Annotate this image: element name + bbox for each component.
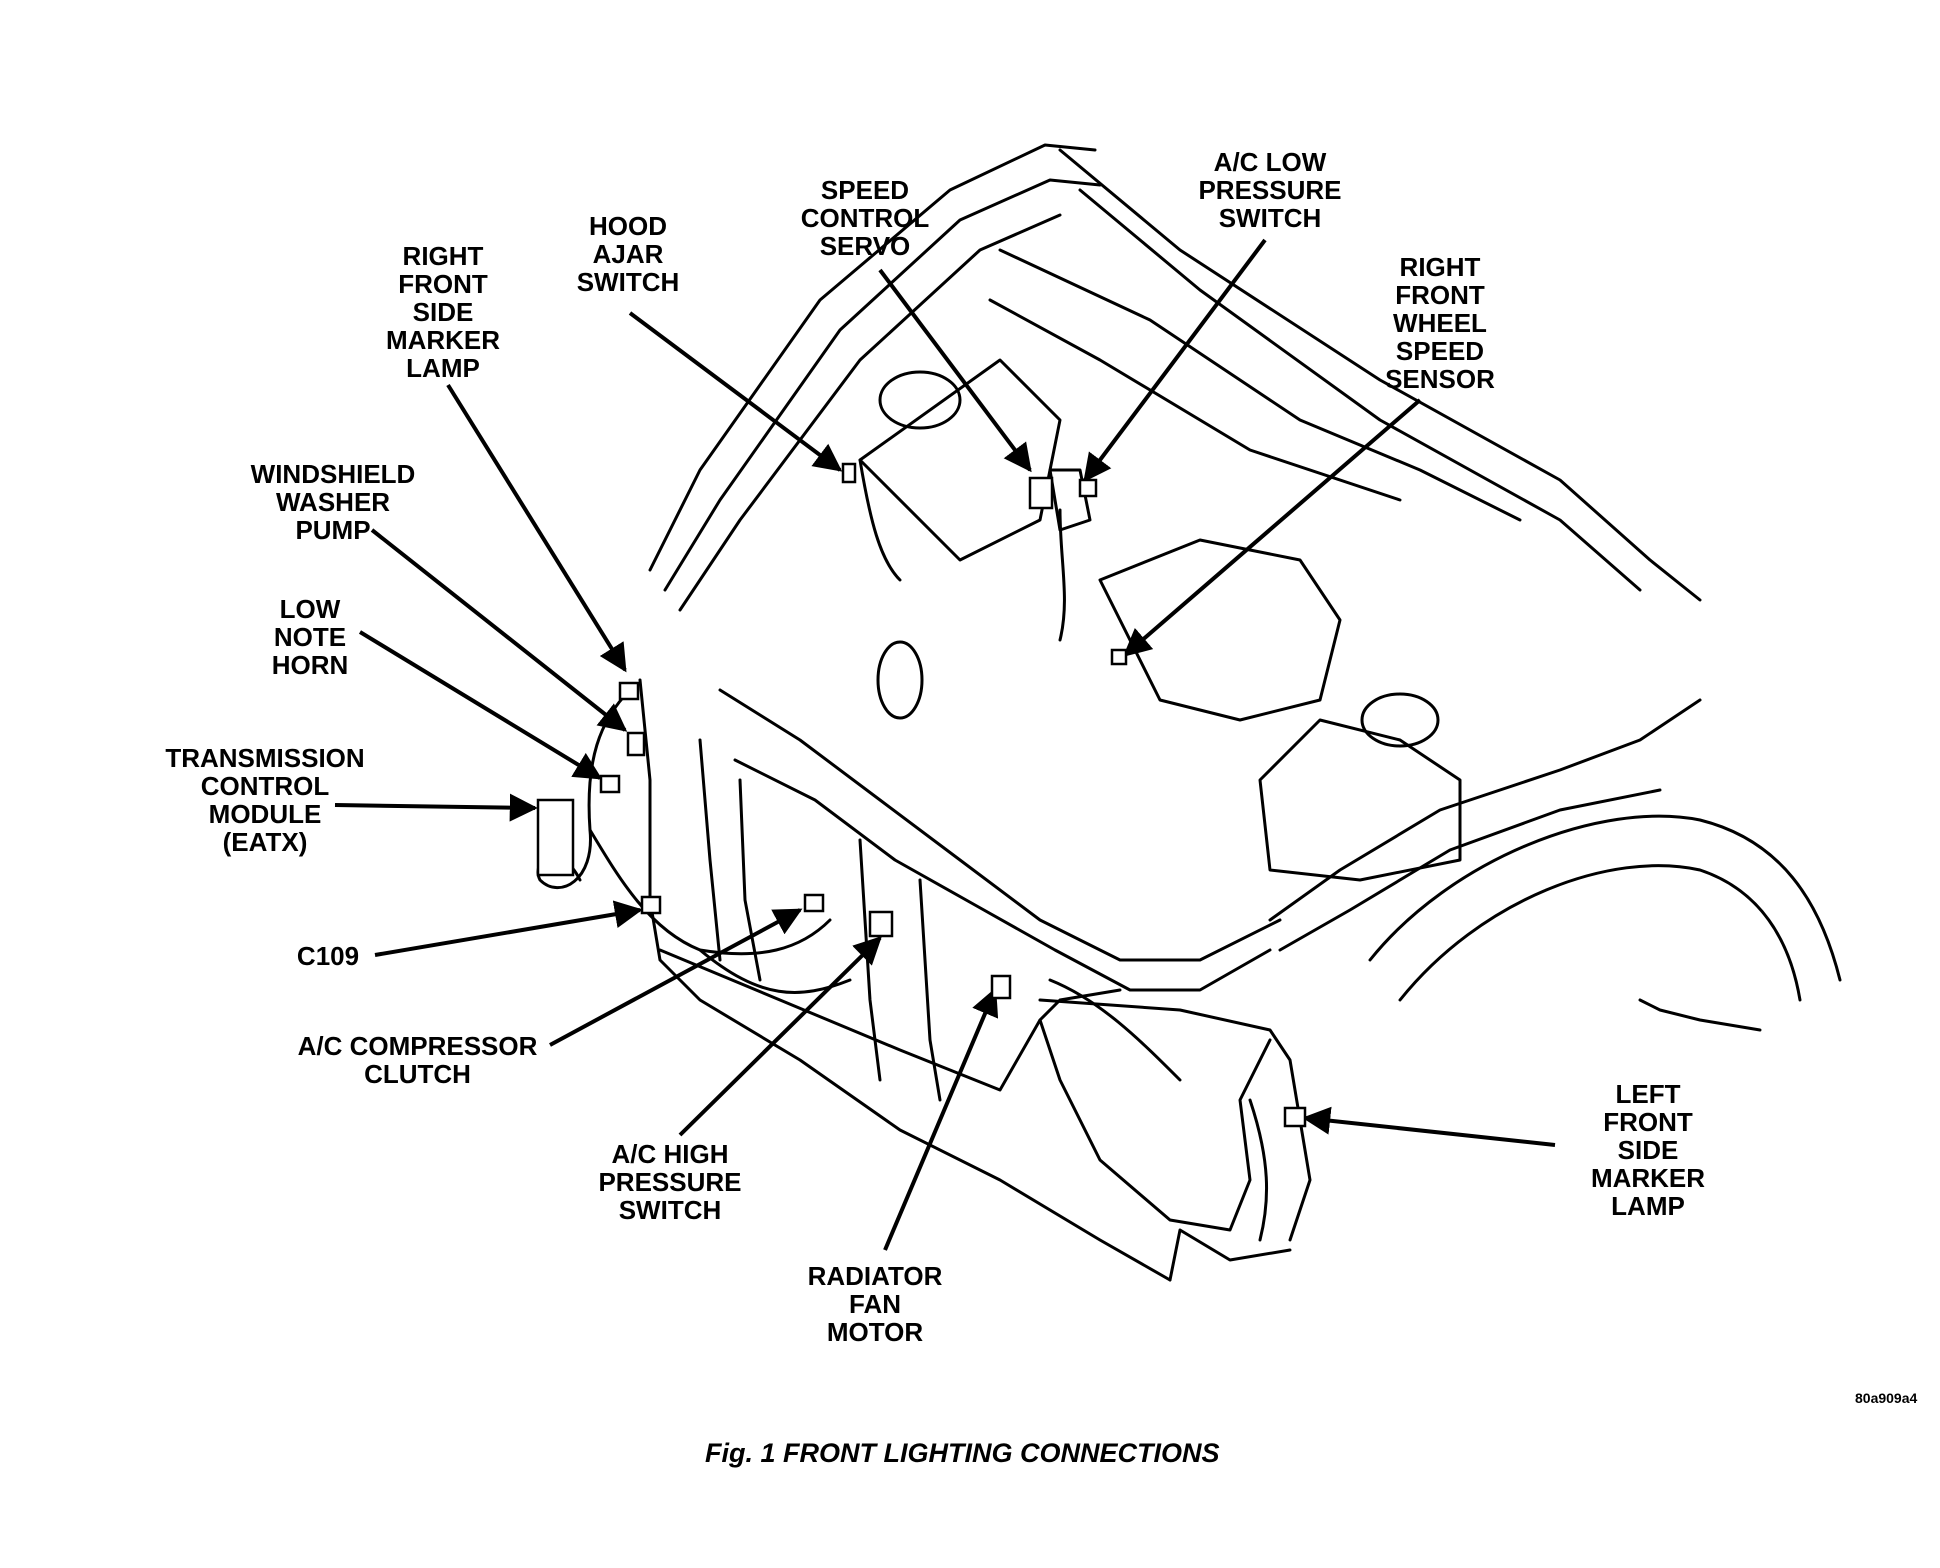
ac-high-pressure-switch-connector [868, 910, 894, 938]
left-front-side-marker-lamp-connector [1283, 1106, 1307, 1128]
right-front-side-marker-lamp-connector [618, 681, 640, 701]
hood-ajar-switch-connector [841, 462, 857, 484]
speed-control-servo-connector [1028, 476, 1054, 510]
radiator-fan-motor-connector [990, 974, 1012, 1000]
tcm-module [536, 798, 575, 877]
label-speed-control-servo: SPEED CONTROL SERVO [800, 175, 930, 261]
label-c109: C109 [296, 941, 360, 971]
label-transmission-control-module: TRANSMISSION CONTROL MODULE (EATX) [165, 743, 365, 857]
figure-caption: Fig. 1 FRONT LIGHTING CONNECTIONS [705, 1438, 1220, 1468]
horn-connector [599, 774, 621, 794]
ac-compressor-clutch-connector [803, 893, 825, 913]
label-low-note-horn: LOW NOTE HORN [271, 594, 349, 680]
vehicle-front-structure [536, 143, 1842, 1282]
label-radiator-fan-motor: RADIATOR FAN MOTOR [807, 1261, 943, 1347]
label-left-front-side-marker-lamp: LEFT FRONT SIDE MARKER LAMP [1590, 1079, 1706, 1221]
label-ac-high-pressure-switch: A/C HIGH PRESSURE SWITCH [598, 1139, 742, 1225]
label-ac-low-pressure-switch: A/C LOW PRESSURE SWITCH [1198, 147, 1342, 233]
label-right-front-side-marker-lamp: RIGHT FRONT SIDE MARKER LAMP [385, 241, 501, 383]
ac-low-pressure-switch-connector [1078, 478, 1098, 498]
label-ac-compressor-clutch: A/C COMPRESSOR CLUTCH [297, 1031, 538, 1089]
wheel-speed-sensor-connector [1110, 648, 1128, 666]
figure-code: 80a909a4 [1855, 1390, 1918, 1406]
label-right-front-wheel-speed-sensor: RIGHT FRONT WHEEL SPEED SENSOR [1385, 252, 1495, 394]
washer-pump-connector [626, 731, 646, 757]
connectors [536, 462, 1307, 1128]
leader-arrows [334, 238, 1556, 1251]
label-hood-ajar-switch: HOOD AJAR SWITCH [576, 211, 680, 297]
label-windshield-washer-pump: WINDSHIELD WASHER PUMP [250, 459, 416, 545]
c109-connector [640, 895, 662, 915]
